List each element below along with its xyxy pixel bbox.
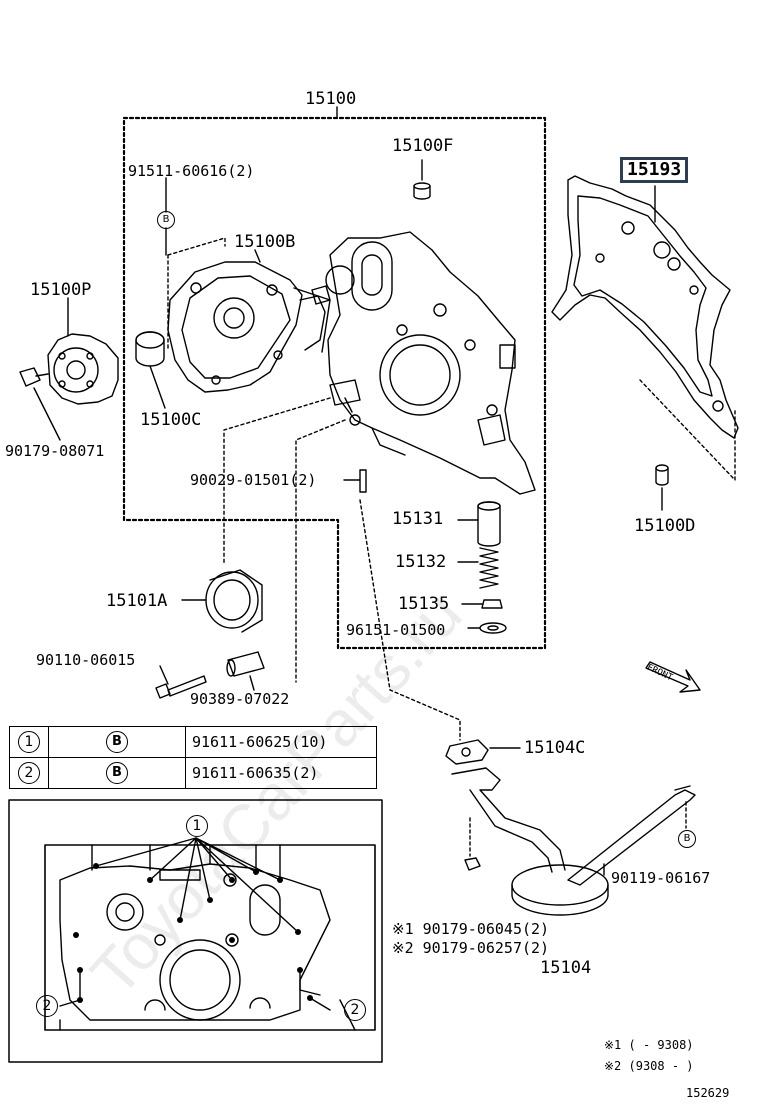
part-label-90119-06167[interactable]: 90119-06167 [611,869,711,887]
b-mark-icon: B [106,762,128,784]
part-label-90029-01501[interactable]: 90029-01501(2) [190,471,317,489]
diagram-id: 152629 [686,1086,730,1100]
part-label-15131[interactable]: 15131 [392,509,444,529]
legend-part-number[interactable]: 91611-60635(2) [185,757,377,789]
part-label-15100D[interactable]: 15100D [634,516,696,536]
part-label-15100[interactable]: 15100 [305,89,357,109]
legend-row: 2 B 91611-60635(2) [9,757,377,789]
part-label-15104[interactable]: 15104 [540,958,592,978]
part-label-90179-06045[interactable]: ※1 90179-06045(2) [392,920,550,938]
legend-part-number[interactable]: 91611-60625(10) [185,726,377,758]
part-label-15100C[interactable]: 15100C [140,410,202,430]
part-label-90179-06257[interactable]: ※2 90179-06257(2) [392,939,550,957]
callout-number: 2 [18,762,40,784]
callout-1: 1 [186,815,208,837]
b-mark-icon: B [157,211,175,229]
b-mark-icon: B [106,731,128,753]
b-mark-icon: B [678,830,696,848]
part-label-15104C[interactable]: 15104C [524,738,586,758]
part-label-15135[interactable]: 15135 [398,594,450,614]
part-label-90110-06015[interactable]: 90110-06015 [36,651,136,669]
part-label-15101A[interactable]: 15101A [106,591,168,611]
note-2: ※2 (9308 - ) [604,1059,694,1073]
part-label-15100F[interactable]: 15100F [392,136,454,156]
bolt-legend-table: 1 B 91611-60625(10) 2 B 91611-60635(2) [9,726,377,789]
part-label-90389-07022[interactable]: 90389-07022 [190,690,290,708]
note-1: ※1 ( - 9308) [604,1038,694,1052]
part-label-96151-01500[interactable]: 96151-01500 [346,621,446,639]
callout-number: 1 [18,731,40,753]
part-label-15100P[interactable]: 15100P [30,280,92,300]
callout-2: 2 [36,995,58,1017]
part-label-15100B[interactable]: 15100B [234,232,296,252]
legend-row: 1 B 91611-60625(10) [9,726,377,758]
part-label-91511-60616[interactable]: 91511-60616(2) [128,162,255,180]
part-label-90179-08071[interactable]: 90179-08071 [5,442,105,460]
callout-2: 2 [344,999,366,1021]
part-label-15193-highlighted[interactable]: 15193 [620,157,689,183]
part-label-15132[interactable]: 15132 [395,552,447,572]
